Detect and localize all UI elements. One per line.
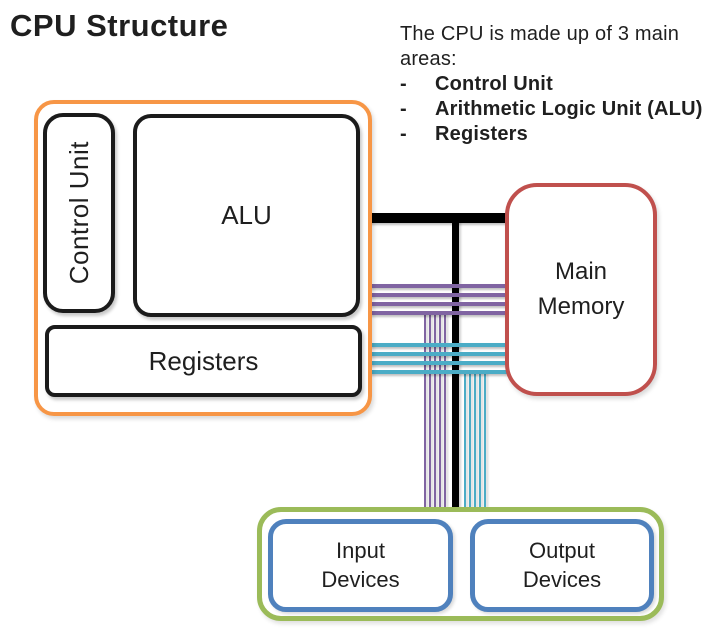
output-devices-box: Output Devices [470,519,654,612]
alu-label: ALU [221,200,272,230]
note-bullet-registers: - Registers [400,122,718,147]
main-memory-label: Main Memory [537,257,625,320]
note-bullet-alu: - Arithmetic Logic Unit (ALU) [400,97,718,122]
teal-bus-line [371,361,508,365]
bullet-marker: - [400,98,407,120]
note-block: The CPU is made up of 3 main areas: - Co… [400,22,718,147]
input-devices-box: Input Devices [268,519,453,612]
purple-bus-branch-line [444,313,446,508]
purple-bus-line [371,302,508,306]
bullet-marker: - [400,73,407,95]
purple-bus-branch-line [439,313,441,508]
teal-bus-branch-line [469,372,471,508]
control-unit-label: Control Unit [63,141,94,285]
purple-bus-branch-line [424,313,426,508]
bullet-label: Arithmetic Logic Unit (ALU) [435,98,703,120]
bullet-marker: - [400,123,407,145]
teal-bus-branch-line [479,372,481,508]
input-devices-label: Input Devices [321,537,400,592]
alu-box: ALU [133,114,360,317]
bullet-label: Control Unit [435,73,553,95]
registers-label: Registers [148,345,259,376]
note-intro: The CPU is made up of 3 main areas: [400,23,680,70]
purple-bus-line [371,284,508,288]
teal-bus-line [371,370,508,374]
main-memory-box: Main Memory [505,183,657,396]
control-unit-box: Control Unit [43,113,115,313]
registers-box: Registers [45,325,362,397]
purple-bus-line [371,311,508,315]
teal-bus-branch-line [484,372,486,508]
purple-bus-line [371,293,508,297]
note-bullet-control-unit: - Control Unit [400,72,718,97]
teal-bus-branch-line [474,372,476,508]
output-devices-label: Output Devices [522,537,602,592]
purple-bus-branch-line [434,313,436,508]
black-bus-horizontal-line [368,213,513,223]
teal-bus-line [371,352,508,356]
black-bus-vertical-line [452,219,459,515]
page-title: CPU Structure [10,8,229,43]
teal-bus-branch-line [464,372,466,508]
teal-bus-line [371,343,508,347]
purple-bus-branch-line [429,313,431,508]
bullet-label: Registers [435,123,528,145]
